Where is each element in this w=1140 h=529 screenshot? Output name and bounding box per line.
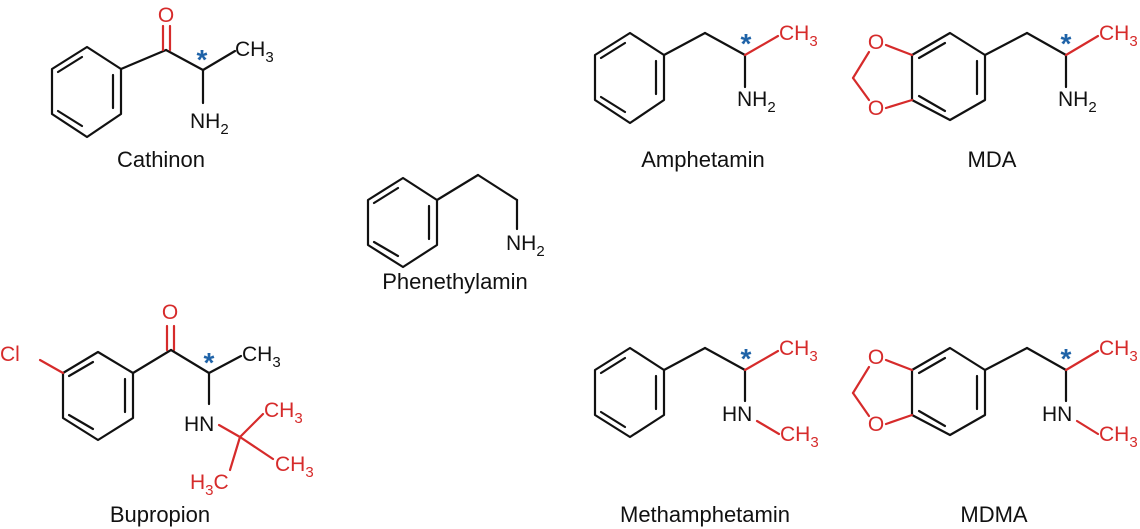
atom-ch3: CH3 [264,399,303,427]
benzene-ring [50,45,123,139]
atom-ch3: CH3 [242,343,281,371]
molecule-name-cathinon: Cathinon [117,147,205,172]
stereocenter-marker: * [741,343,752,374]
molecule-methamphetamin: CH3 * HN CH3 Methamphetamin [593,337,819,527]
stereocenter-marker: * [204,347,215,378]
atom-ch3: CH3 [780,423,819,451]
molecule-name-amphetamin: Amphetamin [641,147,765,172]
benzene-ring [593,31,666,125]
atom-o: O [868,31,884,54]
molecule-name-mda: MDA [968,147,1017,172]
molecule-phenethylamin: NH2 Phenethylamin [366,173,545,294]
molecule-name-methamphetamin: Methamphetamin [620,502,790,527]
atom-o: O [868,97,884,120]
atom-o: O [868,346,884,369]
atom-ch3: CH3 [275,453,314,481]
atom-nh2: NH2 [737,88,776,116]
benzene-ring [61,350,135,442]
atom-o: O [158,4,174,27]
atom-hn: HN [184,413,214,436]
atom-ch3: CH3 [1099,22,1138,50]
atom-nh2: NH2 [1058,88,1097,116]
atom-nh2: NH2 [190,110,229,138]
molecule-mda: O O CH3 NH2 * MDA [851,22,1138,172]
stereocenter-marker: * [741,28,752,59]
atom-hn: HN [1042,403,1072,426]
atom-hn: HN [722,403,752,426]
atom-cl: Cl [0,343,20,366]
atom-ch3: CH3 [779,337,818,365]
atom-h3c: H3C [190,471,229,499]
benzene-ring [910,31,987,122]
atom-o: O [162,301,178,324]
molecule-name-phenethylamin: Phenethylamin [382,269,528,294]
molecule-amphetamin: CH3 NH2 * Amphetamin [593,22,818,172]
stereocenter-marker: * [1061,343,1072,374]
molecule-bupropion: Cl O CH3 * HN CH3 CH3 H3C Bupropion [0,301,314,527]
atom-ch3: CH3 [779,22,818,50]
molecule-name-mdma: MDMA [960,502,1028,527]
molecule-mdma: O O CH3 * HN CH3 MDMA [851,337,1138,527]
molecule-name-bupropion: Bupropion [110,502,210,527]
atom-ch3: CH3 [1099,337,1138,365]
atom-o: O [868,413,884,436]
benzene-ring [366,176,439,269]
atom-nh2: NH2 [506,232,545,260]
benzene-ring [593,346,666,439]
atom-ch3: CH3 [235,38,274,66]
stereocenter-marker: * [1061,28,1072,59]
benzene-ring [910,346,987,437]
molecule-cathinon: O CH3 NH2 * Cathinon [50,4,274,172]
stereocenter-marker: * [197,44,208,75]
atom-ch3: CH3 [1099,423,1138,451]
